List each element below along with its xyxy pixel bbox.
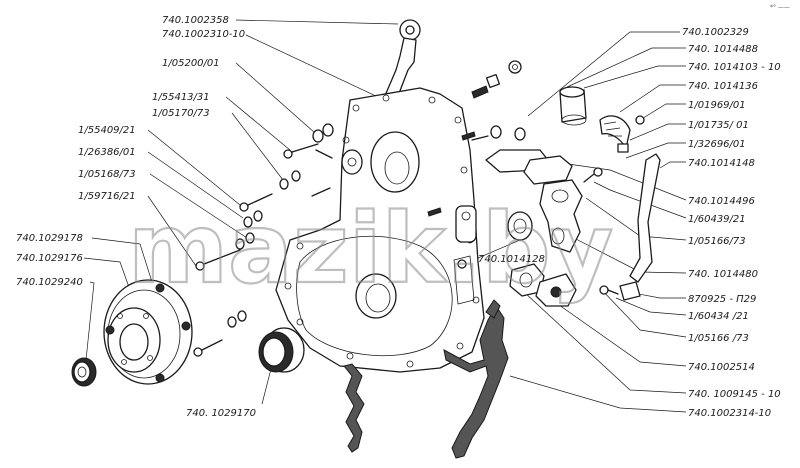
left-fasteners [193, 123, 334, 357]
big-seal [258, 327, 305, 373]
leader-l17 [619, 84, 686, 113]
leader-l20 [625, 142, 686, 159]
label-1-60439-21: 1/60439/21 [688, 214, 746, 225]
label-870925-p29: 870925 - П29 [688, 294, 756, 305]
label-1-05166-73-b: 1/05166 /73 [688, 333, 749, 344]
label-740-1029178: 740.1029178 [16, 233, 83, 244]
leader-l01 [235, 19, 399, 25]
label-1-05166-73-a: 1/05166/73 [688, 236, 746, 247]
leader-l12 [85, 281, 95, 361]
leader-l11 [83, 257, 131, 291]
leader-l10 [91, 237, 153, 283]
label-1-05200-01: 1/05200/01 [162, 58, 220, 69]
part-labels: 740.1002358 740.1002310-10 1/05200/01 1/… [16, 15, 781, 419]
label-740-1029170: 740. 1029170 [186, 408, 256, 419]
housing-gasket [343, 299, 509, 459]
label-1-60434-21: 1/60434 /21 [688, 311, 749, 322]
leader-l30 [551, 299, 687, 367]
label-740-1029176: 740.1029176 [16, 253, 83, 264]
leader-l19 [629, 123, 686, 141]
label-740-1002329: 740.1002329 [682, 27, 749, 38]
label-1-59716-21: 1/59716/21 [78, 191, 136, 202]
corner-mark: *° —— [770, 4, 790, 11]
label-1-05168-73: 1/05168/73 [78, 169, 136, 180]
label-1-01969-01: 1/01969/01 [688, 100, 746, 111]
label-740-1029240: 740.1029240 [16, 277, 83, 288]
leader-l15 [564, 47, 686, 89]
label-1-01735-01: 1/01735/ 01 [688, 120, 749, 131]
label-740-1014128: 740.1014128 [478, 254, 545, 265]
leader-l31 [523, 291, 687, 394]
label-740-1014496: 740.1014496 [688, 196, 755, 207]
leader-l09 [147, 195, 197, 267]
gear-housing [275, 87, 485, 373]
leader-l25 [477, 239, 521, 259]
leader-l08 [149, 173, 248, 239]
label-740-1014148: 740.1014148 [688, 158, 755, 169]
label-740-1014136: 740. 1014136 [688, 81, 758, 92]
label-740-1009145-10: 740. 1009145 - 10 [688, 389, 781, 400]
breather-assembly [471, 86, 661, 301]
leader-l13 [261, 364, 273, 405]
upper-fasteners [471, 60, 522, 99]
label-740-1002514: 740.1002514 [688, 362, 755, 373]
small-seal [71, 357, 97, 387]
leader-l32 [509, 375, 687, 413]
leader-l04 [225, 96, 291, 151]
cover-gaskets [507, 211, 577, 307]
label-740-1002310-10: 740.1002310-10 [162, 29, 245, 40]
label-1-26386-01: 1/26386/01 [78, 147, 136, 158]
front-flange [103, 279, 193, 385]
leader-l28 [615, 297, 687, 316]
label-1-05170-73: 1/05170/73 [152, 108, 210, 119]
label-740-1014480: 740. 1014480 [688, 269, 758, 280]
leader-l03 [235, 62, 316, 134]
label-740-1014488: 740. 1014488 [688, 44, 758, 55]
leader-l06 [147, 129, 241, 206]
label-740-1014103-10: 740. 1014103 - 10 [688, 62, 781, 73]
label-740-1002314-10: 740.1002314-10 [688, 408, 771, 419]
label-1-32696-01: 1/32696/01 [688, 139, 746, 150]
leader-l23 [593, 181, 687, 219]
leader-l21 [659, 161, 686, 169]
leader-l07 [147, 151, 244, 219]
leader-l29 [599, 287, 687, 338]
lifting-bracket [383, 19, 421, 105]
leader-l14 [527, 31, 680, 117]
watermark: mazik.by [128, 193, 613, 305]
label-1-55409-21: 1/55409/21 [78, 125, 136, 136]
leader-l18 [639, 103, 686, 121]
label-1-55413-31: 1/55413/31 [152, 92, 210, 103]
leader-l05 [231, 112, 284, 181]
leader-l16 [583, 65, 686, 89]
label-740-1002358: 740.1002358 [162, 15, 229, 26]
